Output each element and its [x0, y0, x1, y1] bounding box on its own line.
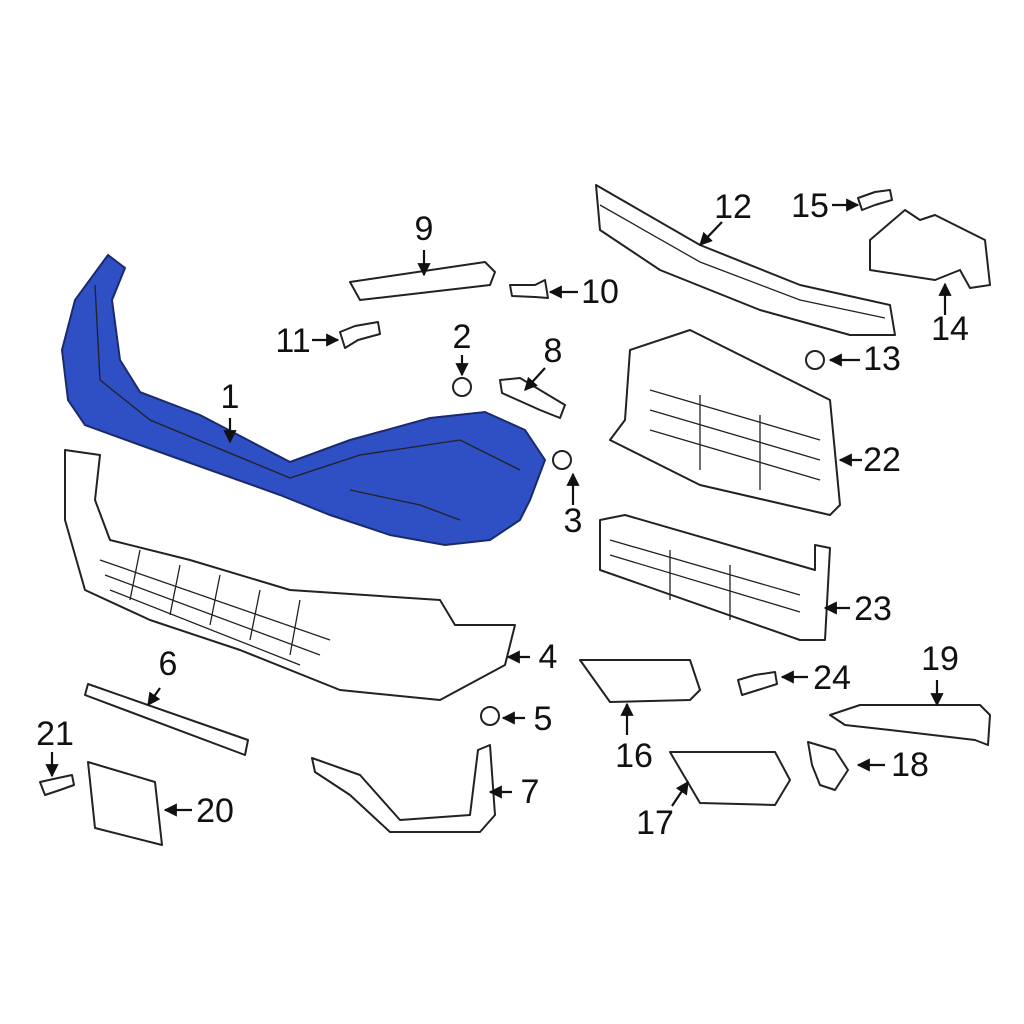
- lower-bumper-cover[interactable]: [64, 449, 516, 701]
- screw-21: [39, 774, 75, 796]
- callout-label-15[interactable]: 15: [791, 187, 829, 225]
- callout-label-17[interactable]: 17: [636, 804, 674, 842]
- bolt-10: [509, 279, 549, 299]
- callout-label-10[interactable]: 10: [581, 273, 619, 311]
- license-bracket[interactable]: [87, 761, 163, 846]
- fasteners: [39, 189, 893, 796]
- callout-label-5[interactable]: 5: [534, 700, 553, 738]
- callout-label-7[interactable]: 7: [521, 773, 540, 811]
- upper-retainer[interactable]: [349, 261, 496, 301]
- callout-label-16[interactable]: 16: [615, 737, 653, 775]
- callout-arrow-6: [147, 687, 161, 707]
- trim-panel[interactable]: [829, 704, 991, 746]
- bolt-15: [857, 189, 893, 211]
- trim-strip[interactable]: [84, 683, 249, 756]
- callout-label-8[interactable]: 8: [544, 332, 563, 370]
- callout-label-24[interactable]: 24: [813, 659, 851, 697]
- clip-13: [805, 350, 825, 370]
- impact-bar-rib: [599, 204, 886, 319]
- mount-bracket[interactable]: [869, 209, 991, 289]
- impact-bar[interactable]: [595, 184, 896, 336]
- rivet-3: [552, 450, 572, 470]
- lower-trim-molding[interactable]: [311, 744, 496, 833]
- shutter-assembly[interactable]: [599, 514, 831, 641]
- deflector-slats: [649, 389, 821, 490]
- fog-lamp-bezel[interactable]: [669, 751, 791, 806]
- callout-label-1[interactable]: 1: [221, 378, 240, 416]
- callout-label-23[interactable]: 23: [854, 590, 892, 628]
- callout-label-12[interactable]: 12: [714, 188, 752, 226]
- shutter-slats: [609, 539, 801, 620]
- callout-label-21[interactable]: 21: [36, 715, 74, 753]
- bumper-cover-highlighted[interactable]: [60, 253, 547, 547]
- callout-label-2[interactable]: 2: [453, 318, 472, 356]
- callout-label-18[interactable]: 18: [891, 746, 929, 784]
- callout-label-14[interactable]: 14: [931, 310, 969, 348]
- callout-label-3[interactable]: 3: [564, 502, 583, 540]
- lower-grille-mesh: [99, 549, 331, 666]
- callout-label-6[interactable]: 6: [159, 645, 178, 683]
- bolt-24: [737, 671, 778, 696]
- side-grille[interactable]: [579, 659, 701, 703]
- side-bracket[interactable]: [499, 377, 566, 419]
- callout-label-22[interactable]: 22: [863, 441, 901, 479]
- callout-label-4[interactable]: 4: [539, 638, 558, 676]
- callout-label-13[interactable]: 13: [863, 340, 901, 378]
- clip-2: [452, 377, 472, 397]
- bolt-11: [339, 321, 381, 349]
- bumper-cover-contour: [94, 284, 521, 521]
- callout-label-9[interactable]: 9: [415, 210, 434, 248]
- callout-arrow-8: [524, 367, 546, 391]
- fog-lamp-bracket[interactable]: [807, 741, 849, 791]
- callout-arrow-17: [671, 780, 689, 807]
- clip-5: [480, 706, 500, 726]
- callout-label-11[interactable]: 11: [275, 322, 310, 360]
- callout-label-19[interactable]: 19: [921, 640, 959, 678]
- callout-label-20[interactable]: 20: [196, 792, 234, 830]
- callout-arrow-12: [699, 221, 723, 246]
